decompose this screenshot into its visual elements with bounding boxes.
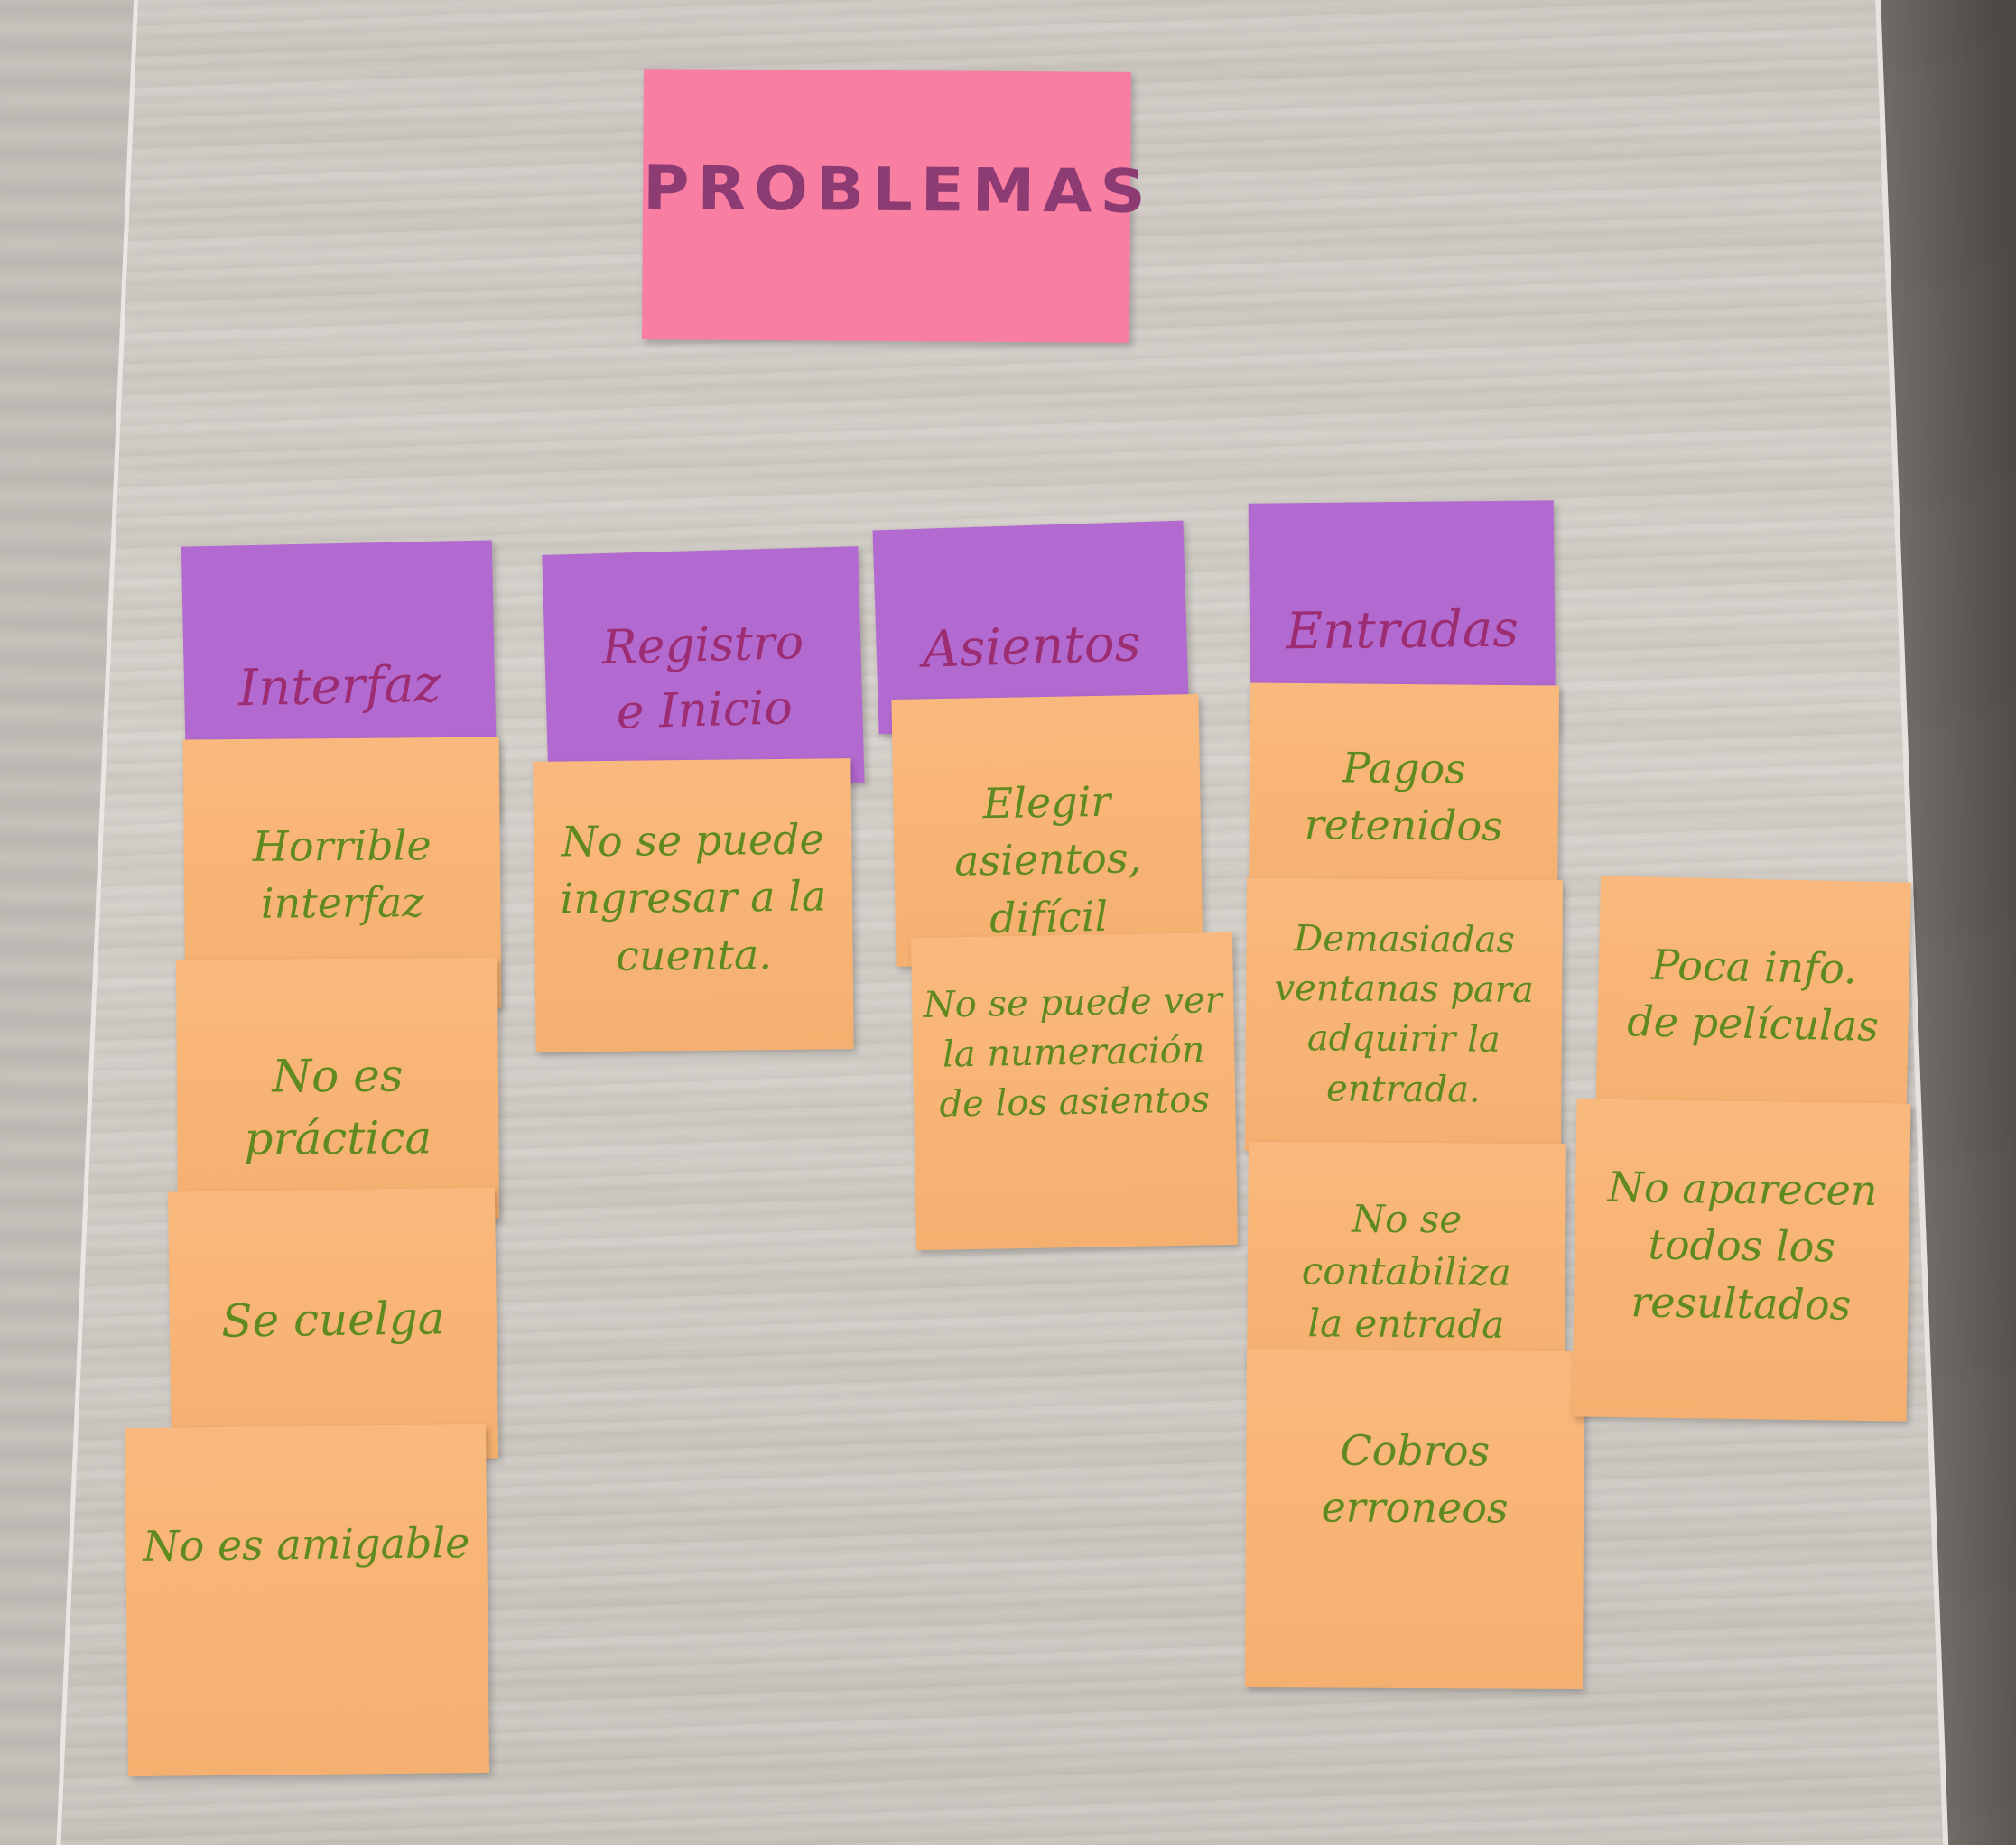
- issue-text: Pagos retenidos: [1304, 743, 1504, 851]
- issue-text: No se puede ingresar a la cuenta.: [560, 814, 827, 980]
- issue-note: Cobros erroneos: [1245, 1349, 1584, 1689]
- category-label: Registro e Inicio: [600, 615, 804, 740]
- issue-text: Se cuelga: [220, 1292, 445, 1348]
- issue-text: No aparecen todos los resultados: [1607, 1162, 1878, 1330]
- issue-note: No se puede ver la numeración de los asi…: [911, 932, 1238, 1251]
- title-card: PROBLEMAS: [641, 69, 1155, 343]
- issue-text: No es práctica: [244, 1049, 432, 1165]
- issue-note: No se puede ingresar a la cuenta.: [533, 758, 854, 1052]
- issue-note: No aparecen todos los resultados: [1572, 1099, 1911, 1422]
- title-text: PROBLEMAS: [642, 153, 1155, 227]
- issue-text: Elegir asientos, difícil: [953, 776, 1142, 943]
- issue-note: Elegir asientos, difícil: [891, 694, 1203, 967]
- issue-note: No es práctica: [175, 957, 500, 1222]
- issue-text: Demasiadas ventanas para adquirir la ent…: [1274, 918, 1534, 1111]
- issue-note: No es amigable: [124, 1423, 490, 1777]
- issue-text: Horrible interfaz: [252, 821, 432, 929]
- issue-text: Cobros erroneos: [1321, 1425, 1509, 1534]
- issue-note: Demasiadas ventanas para adquirir la ent…: [1244, 877, 1564, 1154]
- category-note-registro: Registro e Inicio: [542, 546, 865, 792]
- issue-note: No se contabiliza la entrada: [1247, 1141, 1566, 1370]
- category-label: Entradas: [1286, 599, 1519, 662]
- issue-text: Poca info. de películas: [1626, 940, 1880, 1052]
- issue-text: No se puede ver la numeración de los asi…: [923, 979, 1223, 1126]
- issue-note: Se cuelga: [167, 1187, 499, 1463]
- category-label: Asientos: [922, 614, 1142, 680]
- board-left-edge: [0, 0, 140, 1845]
- issue-text: No es amigable: [143, 1518, 470, 1571]
- issue-text: No se contabiliza la entrada: [1301, 1196, 1512, 1347]
- category-label: Interfaz: [237, 654, 441, 719]
